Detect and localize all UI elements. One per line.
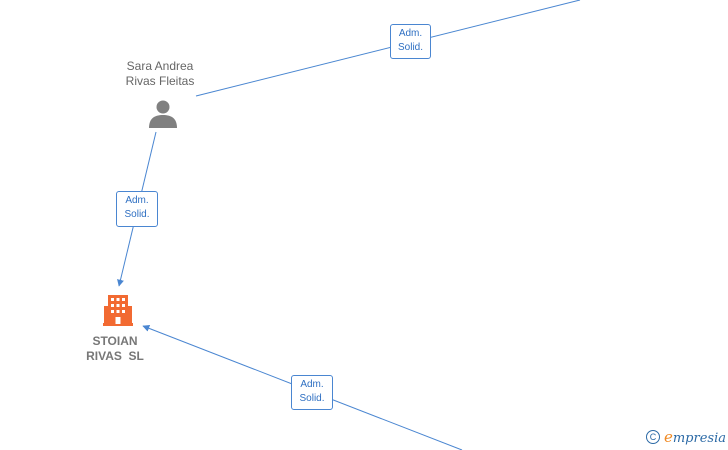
company-name-line1: STOIAN: [92, 334, 138, 348]
edge-label-top[interactable]: Adm. Solid.: [390, 24, 431, 59]
edge-label-bottom-line2: Solid.: [299, 393, 325, 404]
edge-label-bottom[interactable]: Adm. Solid.: [291, 375, 333, 410]
person-name-label[interactable]: Sara Andrea Rivas Fleitas: [110, 59, 210, 89]
edge-label-middle-line2: Solid.: [124, 209, 150, 220]
building-icon[interactable]: [103, 295, 133, 326]
brand-first-letter: e: [663, 428, 673, 446]
edge-label-bottom-line1: Adm.: [300, 379, 324, 390]
copyright-icon: C: [645, 430, 660, 444]
edge-line-top: [195, 0, 581, 97]
person-name-line2: Rivas Fleitas: [125, 74, 195, 88]
edge-label-middle[interactable]: Adm. Solid.: [116, 191, 158, 227]
empresia-brand[interactable]: C empresia: [645, 428, 726, 446]
edge-label-middle-line1: Adm.: [125, 195, 149, 206]
edge-label-top-line2: Solid.: [397, 42, 423, 53]
brand-name: empresia: [664, 428, 726, 446]
brand-rest: mpresia: [672, 431, 726, 446]
person-name-line1: Sara Andrea: [126, 59, 194, 73]
company-name-label[interactable]: STOIAN RIVAS SL: [65, 334, 165, 364]
edge-label-top-line1: Adm.: [398, 28, 423, 39]
person-icon[interactable]: [149, 100, 177, 129]
company-name-line2: RIVAS SL: [86, 349, 144, 363]
